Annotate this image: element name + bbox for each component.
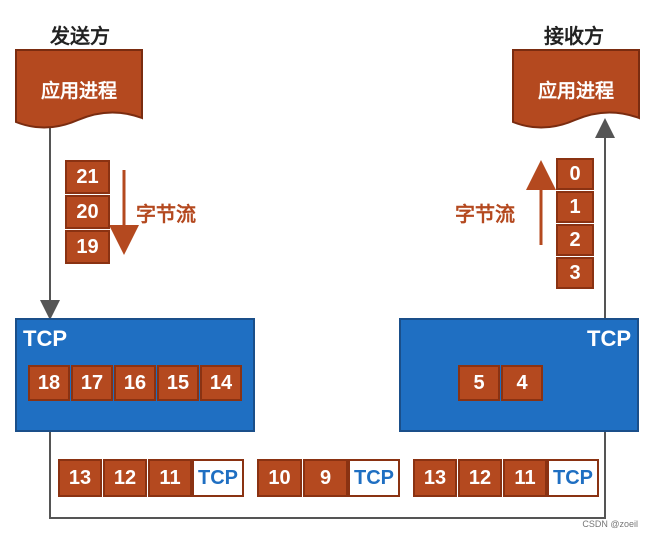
segment-tcp-header: TCP (192, 459, 244, 497)
receiver-buffer-byte: 5 (458, 365, 500, 401)
bottom-loop-line (49, 432, 606, 519)
segment-byte: 9 (303, 459, 348, 497)
segment-byte: 11 (148, 459, 192, 497)
sender-buffer-byte: 14 (200, 365, 242, 401)
sender-process-shape (15, 49, 143, 129)
receiver-process-label: 应用进程 (537, 80, 614, 102)
sender-buffer-byte: 15 (157, 365, 199, 401)
sender-buffer-byte: 16 (114, 365, 156, 401)
receiver-stream-byte: 3 (556, 257, 594, 289)
sender-stream-byte: 20 (65, 195, 110, 229)
sender-buffer-byte: 17 (71, 365, 113, 401)
segment-byte: 10 (257, 459, 302, 497)
sender-process-label: 应用进程 (40, 80, 117, 102)
receiver-title: 接收方 (544, 24, 604, 48)
sender-stream-byte: 21 (65, 160, 110, 194)
receiver-stream-byte: 1 (556, 191, 594, 223)
segment-byte: 13 (413, 459, 457, 497)
sender-stream-label: 字节流 (136, 202, 196, 226)
receiver-stream-byte: 2 (556, 224, 594, 256)
receiver-buffer-byte: 4 (501, 365, 543, 401)
receiver-tcp-title: TCP (587, 326, 631, 351)
receiver-stream-label: 字节流 (455, 202, 515, 226)
segment-byte: 11 (503, 459, 547, 497)
sender-title: 发送方 (50, 24, 110, 48)
sender-stream-byte: 19 (65, 230, 110, 264)
sender-tcp-title: TCP (23, 326, 67, 351)
segment-byte: 13 (58, 459, 102, 497)
receiver-tcp-buffer: TCP (399, 318, 639, 432)
receiver-stream-byte: 0 (556, 158, 594, 190)
receiver-process-shape (512, 49, 640, 129)
segment-byte: 12 (103, 459, 147, 497)
segment-byte: 12 (458, 459, 502, 497)
segment-tcp-header: TCP (547, 459, 599, 497)
segment-tcp-header: TCP (348, 459, 400, 497)
watermark-text: CSDN @zoeil (582, 519, 638, 529)
sender-buffer-byte: 18 (28, 365, 70, 401)
